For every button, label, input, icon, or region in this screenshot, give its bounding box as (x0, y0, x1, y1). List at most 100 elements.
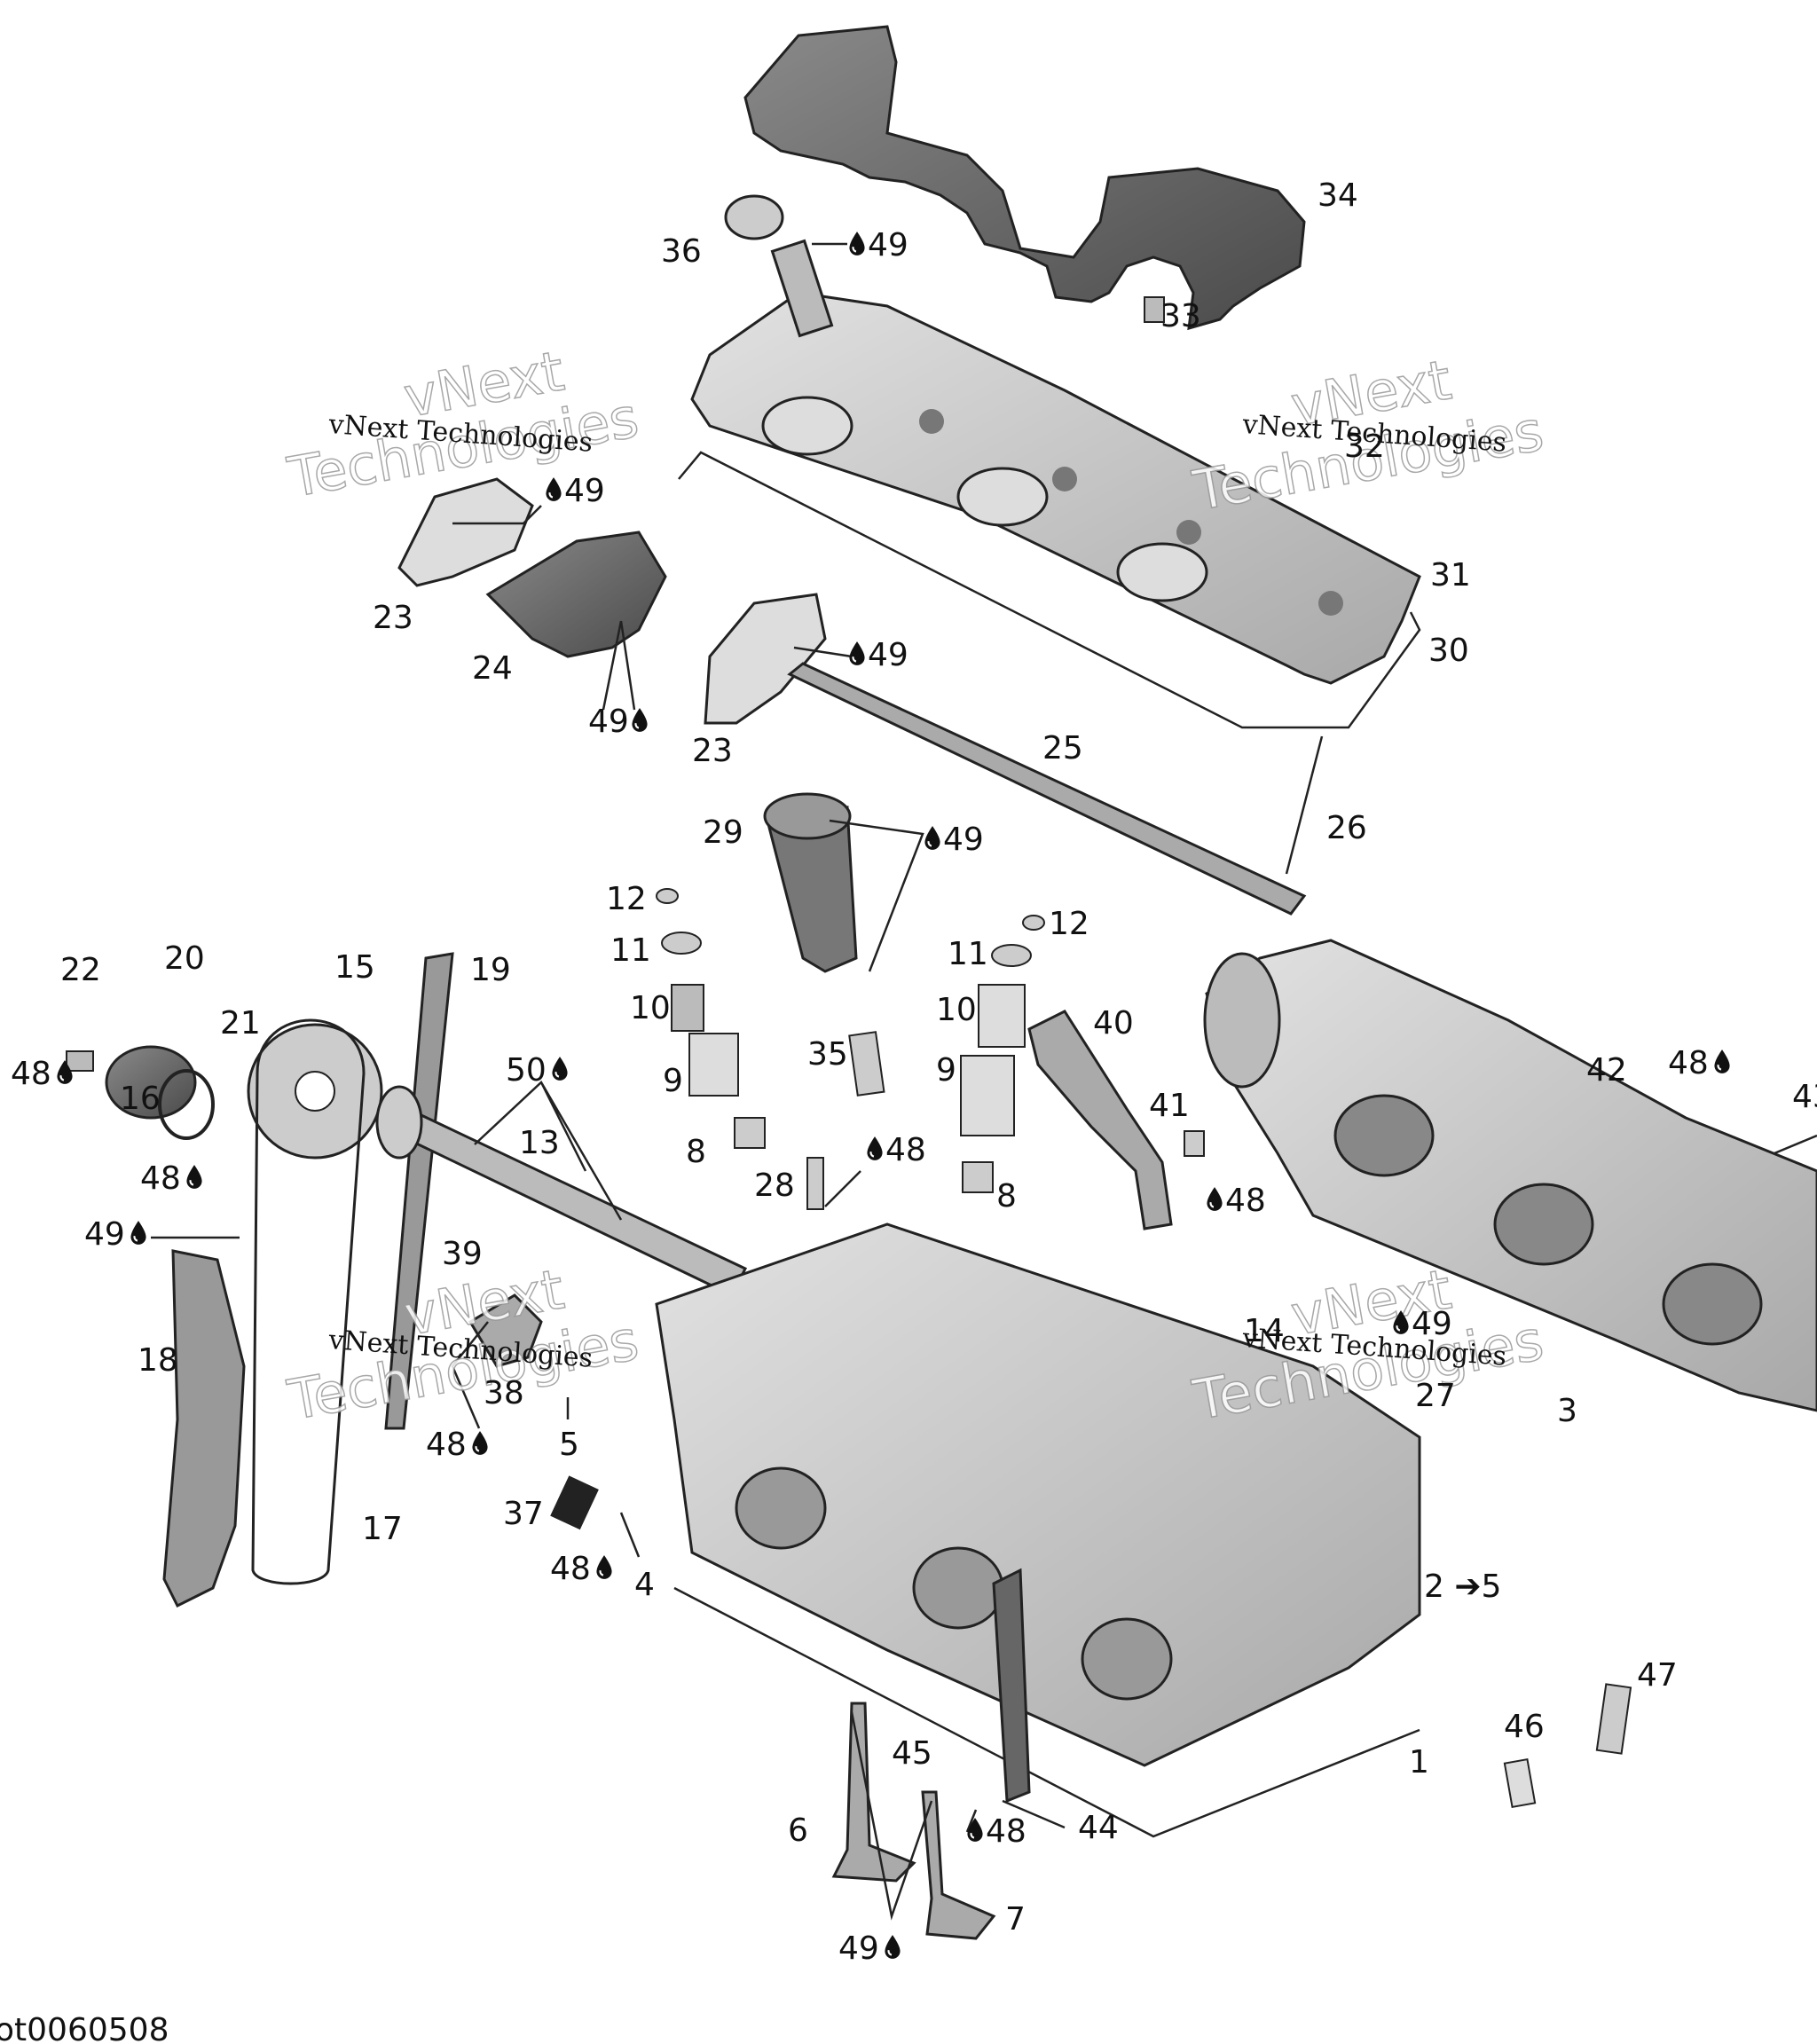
part-30-cover-gasket (678, 451, 1421, 729)
lube-48-stud-43: 48 (1668, 1045, 1731, 1081)
part-6-valve (831, 1702, 916, 1883)
callout-8b: 8 (996, 1178, 1017, 1215)
callout-43: 43 (1792, 1079, 1817, 1115)
part-13-camshaft (375, 1085, 748, 1297)
part-47-dowel (1595, 1683, 1632, 1755)
svg-text:48: 48 (986, 1813, 1026, 1850)
oil-drop-icon (471, 1430, 489, 1456)
lube-49-tube-29: 49 (924, 822, 984, 858)
lube-48-screw-28: 48 (866, 1132, 926, 1168)
callout-14: 14 (1244, 1313, 1285, 1349)
part-28-screw (806, 1157, 824, 1210)
lube-49-oil-filler: 49 (848, 227, 908, 263)
callout-31: 31 (1430, 557, 1471, 594)
callout-46: 46 (1504, 1709, 1545, 1745)
oil-drop-icon (848, 231, 866, 256)
svg-text:48: 48 (885, 1132, 926, 1168)
part-40-bracket (1027, 1010, 1173, 1230)
callout-17: 17 (362, 1511, 403, 1547)
svg-text:48: 48 (1668, 1045, 1709, 1081)
callout-7: 7 (1005, 1901, 1026, 1938)
callout-28: 28 (754, 1167, 795, 1204)
svg-text:49: 49 (1412, 1306, 1452, 1342)
oil-drop-icon (966, 1817, 984, 1843)
oil-drop-icon (924, 825, 941, 851)
callout-40: 40 (1093, 1005, 1134, 1042)
part-46-dowel (1503, 1757, 1537, 1809)
oil-drop-icon (866, 1136, 884, 1161)
callout-22: 22 (60, 952, 101, 988)
callout-30: 30 (1428, 633, 1469, 669)
oil-drop-icon (185, 1164, 203, 1190)
oil-drop-icon (848, 641, 866, 666)
callout-11b: 11 (948, 936, 988, 972)
callout-34: 34 (1318, 177, 1358, 214)
part-valve-train-left (656, 888, 766, 1149)
part-20-cam-sensor (66, 1045, 215, 1140)
callout-10a: 10 (630, 990, 671, 1026)
svg-text:49: 49 (868, 637, 908, 673)
lube-48-screw-16: 48 (140, 1160, 203, 1197)
part-33-screw (1144, 296, 1165, 323)
callout-5: 5 (559, 1427, 579, 1463)
svg-text:49: 49 (868, 227, 908, 263)
svg-text:48: 48 (550, 1551, 591, 1587)
callout-25: 25 (1042, 730, 1083, 766)
lube-48-bracket-38: 48 (426, 1427, 489, 1463)
callout-45: 45 (892, 1735, 932, 1772)
callout-4: 4 (634, 1567, 655, 1603)
lube-48-screw-45: 48 (966, 1813, 1026, 1850)
part-15-cam-sprocket (247, 1023, 383, 1160)
callout-8a: 8 (686, 1134, 706, 1170)
callout-33: 33 (1160, 298, 1201, 334)
callout-38: 38 (484, 1375, 524, 1411)
svg-text:48: 48 (140, 1160, 181, 1197)
lube-49-rocker-23a: 49 (545, 473, 605, 509)
callout-29: 29 (703, 814, 743, 851)
callout-36: 36 (661, 233, 702, 270)
callout-39: 39 (442, 1236, 483, 1272)
oil-drop-icon (884, 1934, 901, 1960)
watermark-bottom-right: Technologies vNext vNext Technologies (1187, 1256, 1548, 1434)
callout-9b: 9 (936, 1052, 956, 1089)
part-23-rocker-arm-a (397, 477, 534, 587)
part-25-rocker-shaft (787, 662, 1307, 916)
svg-text:49: 49 (838, 1930, 879, 1967)
figure-code: rot0060508 (0, 2012, 169, 2044)
callout-41: 41 (1149, 1088, 1190, 1124)
callout-12a: 12 (606, 881, 647, 917)
oil-drop-icon (545, 476, 562, 502)
callout-21: 21 (220, 1005, 261, 1042)
callout-37: 37 (503, 1496, 544, 1532)
callout-9a: 9 (663, 1063, 683, 1099)
oil-drop-icon (1206, 1186, 1223, 1212)
svg-text:48: 48 (1225, 1183, 1266, 1219)
callout-19: 19 (470, 952, 511, 988)
callout-44: 44 (1078, 1810, 1119, 1846)
part-7-valve (921, 1790, 996, 1940)
callout-18: 18 (138, 1342, 178, 1379)
part-36-oil-filler (724, 194, 834, 338)
lube-49-valves: 49 (838, 1930, 901, 1967)
callout-23b: 23 (692, 733, 733, 769)
part-17-timing-chain (251, 1018, 366, 1585)
part-41-screw (1184, 1130, 1205, 1157)
svg-text:49: 49 (943, 822, 984, 858)
part-19-chain-guide (384, 952, 454, 1430)
callout-47: 47 (1637, 1657, 1678, 1694)
part-1-head-gasket (673, 1586, 1420, 1838)
part-26-bolt (1285, 735, 1324, 875)
svg-text:48: 48 (426, 1427, 467, 1463)
part-42-intake-manifold (1203, 939, 1817, 1412)
oil-drop-icon (595, 1554, 613, 1580)
callout-12b: 12 (1049, 906, 1089, 942)
part-valve-train-right (960, 915, 1045, 1193)
callout-15: 15 (334, 949, 375, 986)
watermark-top-right: Technologies vNext vNext Technologies (1187, 347, 1548, 524)
lube-49-rocker-23b: 49 (848, 637, 908, 673)
callout-labels: 34 36 33 32 31 30 23 24 23 25 26 29 12 1… (60, 177, 1817, 1938)
part-43-stud (1774, 1134, 1817, 1155)
callout-10b: 10 (936, 992, 977, 1028)
part-2-cylinder-head (655, 1222, 1421, 1767)
lube-49-chain: 49 (84, 1216, 147, 1253)
